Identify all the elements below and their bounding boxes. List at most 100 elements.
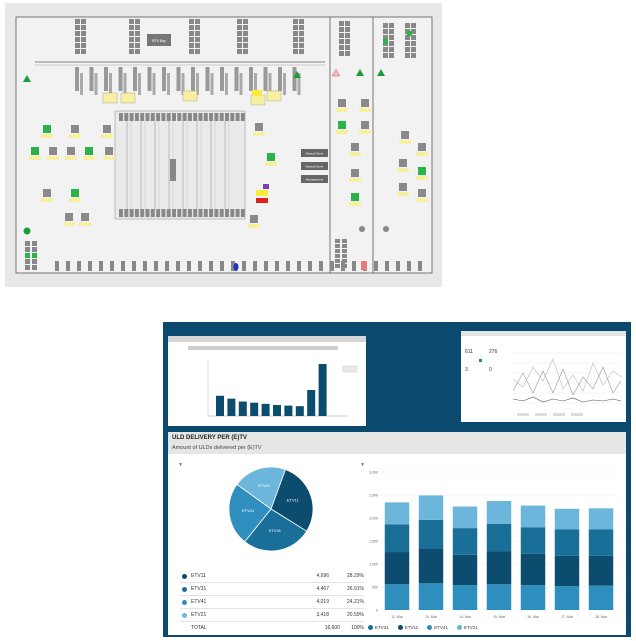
rack-cell — [293, 49, 298, 54]
rack-cell — [135, 31, 140, 36]
unit-tag — [349, 178, 361, 182]
legend-row[interactable]: ETV11 4,696 28.29% — [180, 570, 364, 583]
manual-store-button-2[interactable]: Manual Store — [301, 162, 328, 170]
mini-bar — [250, 402, 259, 416]
bar-segment — [486, 523, 512, 552]
post — [118, 67, 123, 91]
post — [268, 73, 272, 95]
mid-posts — [75, 67, 301, 106]
unit-block — [71, 189, 79, 197]
hall-cell — [129, 113, 134, 121]
post — [162, 67, 166, 91]
rack-cell — [189, 37, 194, 42]
post — [234, 67, 239, 91]
triangle-icon — [293, 71, 301, 78]
bar-segment — [486, 584, 512, 610]
y-tick-label: 500 — [372, 586, 378, 590]
rack-cell — [389, 41, 394, 46]
legend-value: 4,019 — [316, 599, 329, 605]
bar-segment — [520, 585, 546, 610]
rack-cell — [299, 49, 304, 54]
legend-row[interactable]: ETV31 4,467 26.91% — [180, 583, 364, 596]
rack-cell — [411, 29, 416, 34]
legend-table: ETV11 4,696 28.29% ETV31 4,467 26.91% ET… — [180, 570, 364, 634]
filter-icon[interactable]: ▼ — [178, 462, 183, 468]
scada-panel: BTS Bay Manual Store Manual Store — [5, 3, 442, 287]
rack-cell — [237, 25, 242, 30]
management-button[interactable]: Management — [301, 175, 328, 183]
trend-card[interactable]: 611 276 3 0 — [461, 331, 626, 422]
stat-value: 0 — [489, 367, 492, 373]
unit-block — [418, 143, 426, 151]
stack-cell — [335, 259, 340, 263]
rack-cell — [411, 47, 416, 52]
legend-dot-icon — [182, 586, 187, 592]
legend-name: ETV31 — [191, 586, 207, 592]
hall-cell — [145, 113, 150, 121]
section-title: ULD DELIVERY PER (E)TV — [172, 435, 248, 441]
post — [104, 67, 108, 91]
bar-legend-item[interactable]: ETV11 — [397, 625, 418, 630]
unit-block — [361, 121, 369, 129]
post — [254, 73, 257, 95]
rack-cell — [129, 37, 134, 42]
dock-post — [352, 261, 356, 271]
hall-cell — [225, 209, 229, 217]
report-toolbar — [168, 336, 366, 342]
rack-cell — [299, 43, 304, 48]
rack-cell — [195, 19, 200, 24]
post — [109, 73, 112, 95]
rack-cell — [299, 31, 304, 36]
hall-cell — [166, 113, 171, 121]
post — [123, 73, 127, 95]
legend-row[interactable]: ETV41 4,019 24.21% — [180, 596, 364, 609]
legend-pct: 28.29% — [347, 573, 364, 579]
unit-tag — [416, 176, 428, 180]
unit-tag — [359, 108, 371, 112]
alert-label-icon — [252, 90, 262, 96]
post — [278, 67, 282, 91]
dock-post — [143, 261, 147, 271]
stack-cell — [25, 265, 30, 270]
rack-cell — [339, 51, 344, 56]
unit-tag — [65, 156, 77, 160]
center-box[interactable] — [147, 34, 171, 46]
manual-store-button[interactable]: Manual Store — [301, 149, 328, 157]
dock-post — [374, 261, 378, 271]
filter-icon[interactable]: ▼ — [360, 462, 365, 468]
bar-legend-item[interactable]: ETV31 — [368, 625, 389, 630]
rack-cell — [129, 25, 134, 30]
mini-bar — [261, 403, 270, 416]
post — [210, 73, 214, 95]
y-tick-label: 0 — [376, 609, 378, 613]
y-tick-label: 1,000 — [369, 563, 378, 567]
unit-tag — [248, 224, 260, 228]
hall-cell — [187, 209, 192, 217]
legend-row[interactable]: ETV21 3,418 20.59% — [180, 609, 364, 622]
dock-post — [110, 261, 114, 271]
hall-cell — [198, 113, 203, 121]
hall-cell — [124, 113, 129, 121]
unit-block — [338, 99, 346, 107]
rack-cell — [339, 27, 344, 32]
bottom-posts — [55, 261, 422, 271]
warning-triangle-icon — [331, 68, 341, 77]
hall-cell — [182, 113, 187, 121]
dock-post — [264, 261, 268, 271]
bar-legend-item[interactable]: ETV21 — [456, 625, 478, 630]
unit-tag — [359, 130, 371, 134]
legend-dot-icon — [182, 573, 187, 579]
rack-cell — [411, 53, 416, 58]
unit-block — [351, 169, 359, 177]
mini-bar-chart — [188, 346, 358, 417]
post — [225, 73, 228, 95]
report-card[interactable] — [168, 336, 366, 426]
triangle-icon — [377, 69, 385, 76]
x-tick-label: 14. Mar — [459, 615, 472, 619]
bar-legend-item[interactable]: ETV41 — [427, 625, 448, 630]
dock-post — [176, 261, 180, 271]
dock-post — [319, 261, 323, 271]
rack-cell — [339, 21, 344, 26]
dock-post — [198, 261, 202, 271]
hall-cell — [209, 209, 214, 217]
